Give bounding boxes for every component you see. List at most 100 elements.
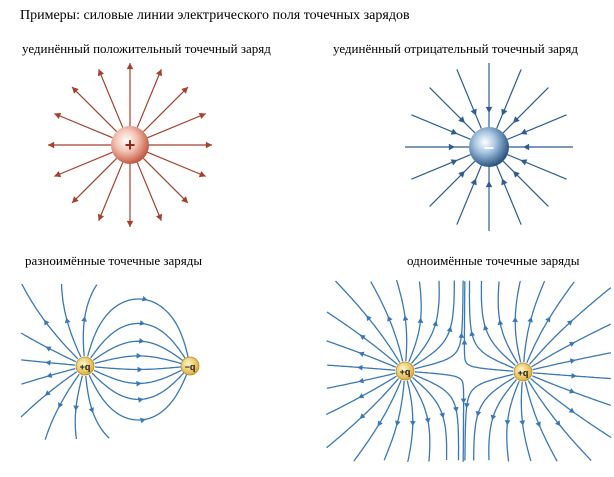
field-line xyxy=(71,86,117,132)
minus-sign: – xyxy=(484,137,494,157)
arrowhead-icon xyxy=(568,407,575,413)
arrowhead-icon xyxy=(395,420,401,427)
arrowhead-icon xyxy=(571,372,577,379)
opposite-negative-label: −q xyxy=(185,362,196,372)
arrowhead-icon xyxy=(54,112,62,120)
arrowhead-icon xyxy=(497,319,504,326)
arrowhead-icon xyxy=(126,63,134,70)
arrowhead-icon xyxy=(137,366,143,373)
arrowhead-icon xyxy=(377,420,383,427)
arrowhead-icon xyxy=(155,69,163,77)
opposite-charges-field-lines xyxy=(20,283,189,440)
arrowhead-icon xyxy=(464,402,470,409)
arrowhead-icon xyxy=(73,405,79,411)
arrowhead-icon xyxy=(470,108,477,116)
arrowhead-icon xyxy=(519,420,525,426)
arrowhead-icon xyxy=(141,295,148,302)
plus-sign: + xyxy=(125,135,136,155)
arrowhead-icon xyxy=(458,171,465,178)
field-line xyxy=(526,281,575,364)
arrowhead-icon xyxy=(566,320,573,326)
field-line xyxy=(143,86,189,132)
field-line xyxy=(136,162,162,221)
field-line xyxy=(463,281,514,372)
arrowhead-icon xyxy=(460,398,467,404)
field-line xyxy=(496,165,522,225)
field-line xyxy=(370,281,404,362)
negative-charge-ball xyxy=(469,127,509,167)
arrowhead-icon xyxy=(181,87,188,94)
positive-field-lines xyxy=(48,63,212,227)
arrowhead-icon xyxy=(81,316,87,322)
field-line xyxy=(92,340,184,362)
arrowhead-icon xyxy=(359,413,366,419)
positive-charge-ball xyxy=(111,126,149,164)
field-line xyxy=(414,371,465,462)
arrowhead-icon xyxy=(485,181,493,188)
field-line xyxy=(54,113,113,139)
arrowhead-icon xyxy=(198,170,206,178)
arrowhead-icon xyxy=(458,116,465,123)
arrowhead-icon xyxy=(450,159,458,166)
like-left-charge xyxy=(395,361,415,381)
arrowhead-icon xyxy=(527,316,533,323)
field-line xyxy=(502,87,549,134)
field-line xyxy=(411,114,471,140)
arrowhead-icon xyxy=(402,315,409,321)
caption-single-negative: уединённый отрицательный точечный заряд xyxy=(333,41,578,56)
arrowhead-icon xyxy=(453,406,459,413)
arrowhead-icon xyxy=(432,320,438,327)
arrowhead-icon xyxy=(470,178,477,186)
arrowhead-icon xyxy=(387,315,393,322)
arrowhead-icon xyxy=(568,342,575,348)
arrowhead-icon xyxy=(535,421,541,428)
field-line xyxy=(98,69,124,128)
arrowhead-icon xyxy=(357,364,363,371)
arrowhead-icon xyxy=(205,141,212,149)
field-line xyxy=(71,158,117,204)
arrowhead-icon xyxy=(417,317,424,324)
arrowhead-icon xyxy=(43,319,50,326)
field-line xyxy=(90,322,186,359)
field-line xyxy=(136,69,162,128)
arrowhead-icon xyxy=(97,213,105,221)
arrowhead-icon xyxy=(45,359,51,366)
arrowhead-icon xyxy=(64,317,71,324)
arrowhead-icon xyxy=(58,402,64,409)
field-line xyxy=(147,151,206,177)
arrowhead-icon xyxy=(569,358,576,364)
arrowhead-icon xyxy=(439,412,445,419)
arrowhead-icon xyxy=(48,141,55,149)
arrowhead-icon xyxy=(545,316,551,323)
arrowhead-icon xyxy=(136,352,142,359)
field-line xyxy=(98,162,124,221)
field-line xyxy=(414,280,464,370)
arrowhead-icon xyxy=(483,324,489,331)
arrowhead-icon xyxy=(475,410,482,417)
arrowhead-icon xyxy=(88,407,94,414)
arrowhead-icon xyxy=(44,390,51,396)
arrowhead-icon xyxy=(523,143,530,151)
arrowhead-icon xyxy=(46,372,53,378)
field-line xyxy=(523,280,546,363)
arrowhead-icon xyxy=(569,388,576,394)
like-left-label: +q xyxy=(400,367,411,377)
arrowhead-icon xyxy=(461,339,468,345)
field-line xyxy=(530,378,612,439)
field-line xyxy=(429,160,476,207)
field-line xyxy=(411,154,471,180)
arrowhead-icon xyxy=(358,393,365,399)
arrowhead-icon xyxy=(513,171,520,178)
field-line xyxy=(524,381,558,462)
field-line xyxy=(383,380,405,461)
arrowhead-icon xyxy=(450,128,458,135)
arrowhead-icon xyxy=(555,420,561,427)
opposite-negative-charge xyxy=(180,356,200,376)
page-title: Примеры: силовые линии электрического по… xyxy=(20,8,410,23)
arrowhead-icon xyxy=(501,108,508,116)
field-line xyxy=(507,154,567,180)
field-line xyxy=(54,151,113,177)
field-line xyxy=(143,158,189,204)
arrowhead-icon xyxy=(136,380,142,387)
